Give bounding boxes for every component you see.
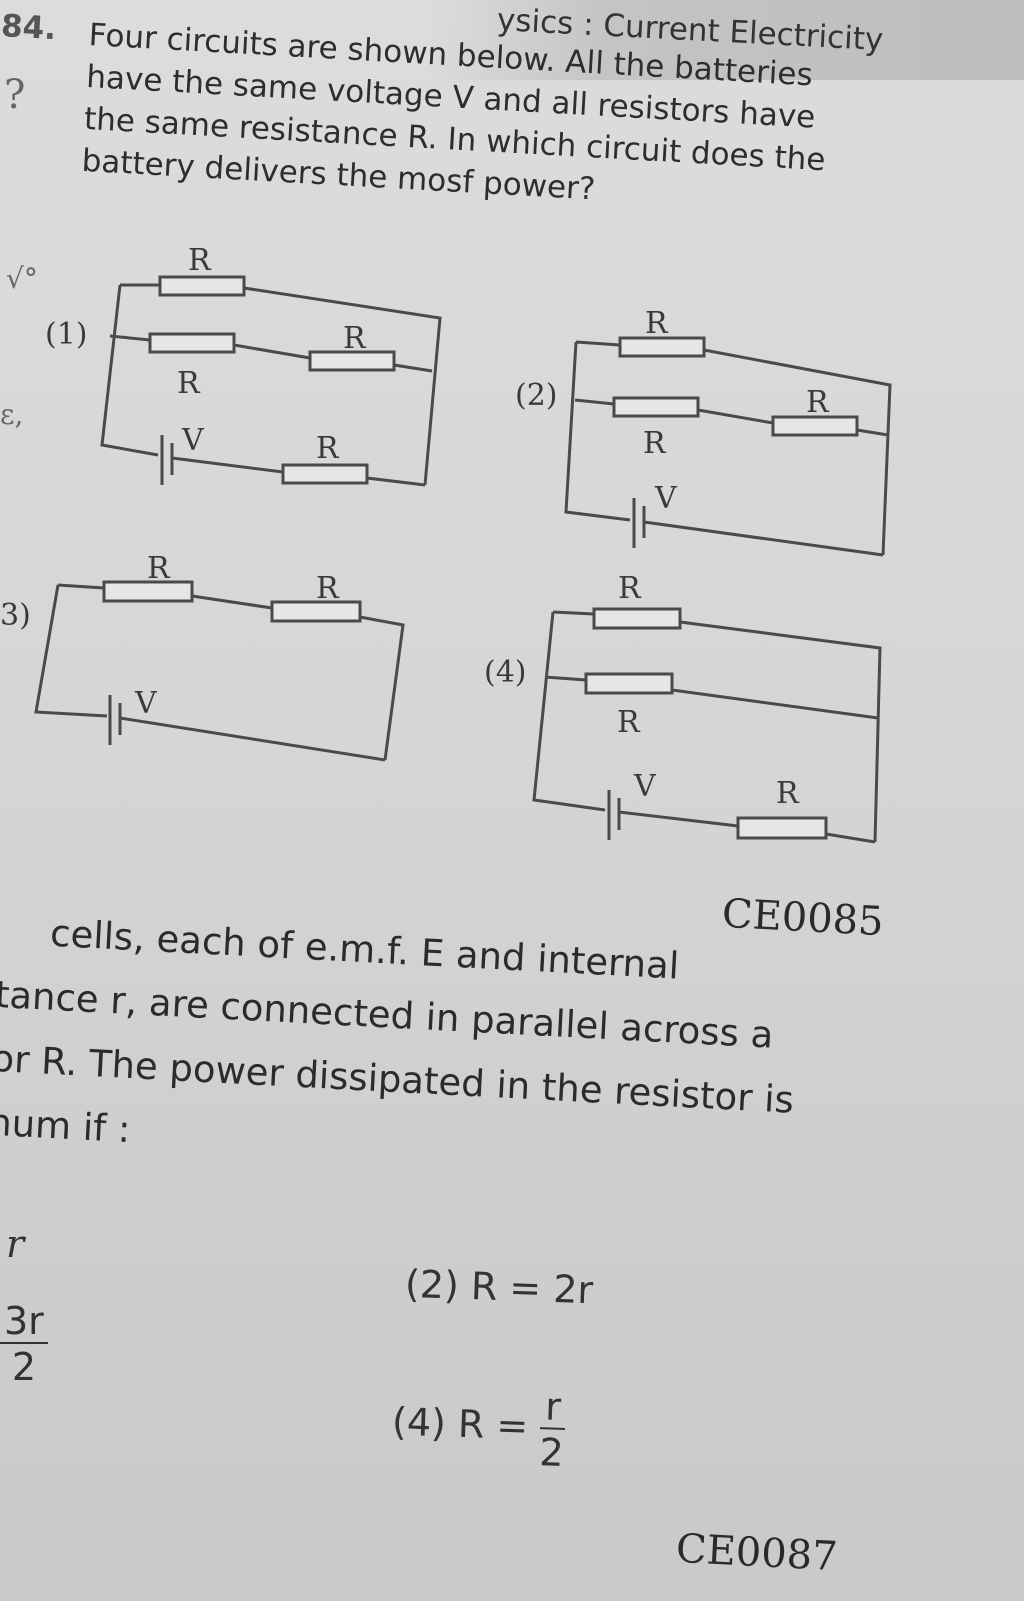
circuit-label: (2): [515, 378, 558, 413]
option-1-partial: r: [6, 1222, 25, 1266]
resistor: [148, 332, 236, 354]
resistor: [584, 672, 674, 695]
circuit-label: 3): [0, 598, 31, 633]
fraction: 3r 2: [0, 1302, 48, 1386]
resistor-label: R: [643, 426, 667, 461]
circuit-label: (1): [45, 317, 88, 352]
option-4-prefix: (4) R =: [391, 1399, 530, 1449]
resistor-label: R: [618, 571, 642, 606]
fraction-numerator: 3r: [0, 1302, 48, 1344]
header-band: [430, 0, 1024, 80]
resistor: [771, 415, 859, 437]
resistor-label: R: [645, 306, 669, 341]
circuit-1: (1) R R R V R: [45, 243, 442, 487]
battery-label: V: [654, 481, 678, 516]
fraction: r 2: [538, 1384, 566, 1475]
resistor: [308, 350, 396, 372]
resistor: [270, 600, 362, 623]
resistor-label: R: [188, 243, 212, 278]
circuit-4: (4) R R V R: [484, 571, 882, 844]
option-3-partial: 3r 2: [0, 1302, 48, 1386]
resistor-label: R: [343, 321, 367, 356]
resistor: [158, 275, 246, 297]
resistor-label: R: [316, 431, 340, 466]
battery-label: V: [633, 769, 657, 804]
resistor: [618, 336, 706, 358]
resistor: [102, 580, 194, 603]
resistor-label: R: [177, 366, 201, 401]
margin-question-mark: ?: [4, 72, 26, 118]
resistor-label: R: [617, 705, 641, 740]
question-code-87: CE0087: [674, 1525, 839, 1581]
fraction-numerator: r: [540, 1384, 566, 1431]
resistor: [592, 607, 682, 630]
fraction-denominator: 2: [538, 1430, 565, 1475]
resistor: [736, 816, 828, 840]
resistor: [281, 463, 369, 485]
margin-tick-mark: √°: [6, 262, 38, 295]
resistor: [612, 396, 700, 418]
option-4: (4) R = r 2: [391, 1382, 566, 1475]
circuit-2: (2) R R R V: [515, 306, 892, 557]
circuit-label: (4): [484, 655, 527, 690]
fraction-denominator: 2: [11, 1345, 36, 1389]
battery-label: V: [181, 423, 205, 458]
question-code-85: CE0085: [720, 890, 885, 946]
option-2: (2) R = 2r: [404, 1261, 594, 1313]
circuit-3: 3) R R V: [0, 551, 405, 762]
resistor-label: R: [776, 776, 800, 811]
resistor-label: R: [147, 551, 171, 586]
battery-label: V: [134, 686, 158, 721]
margin-scribble: ε,: [0, 398, 24, 431]
question-line: num if :: [0, 1100, 132, 1152]
circuit-diagrams: (1) R R R V R (2) R R R V: [0, 243, 892, 844]
resistor-label: R: [316, 571, 340, 606]
resistor-label: R: [806, 385, 830, 420]
